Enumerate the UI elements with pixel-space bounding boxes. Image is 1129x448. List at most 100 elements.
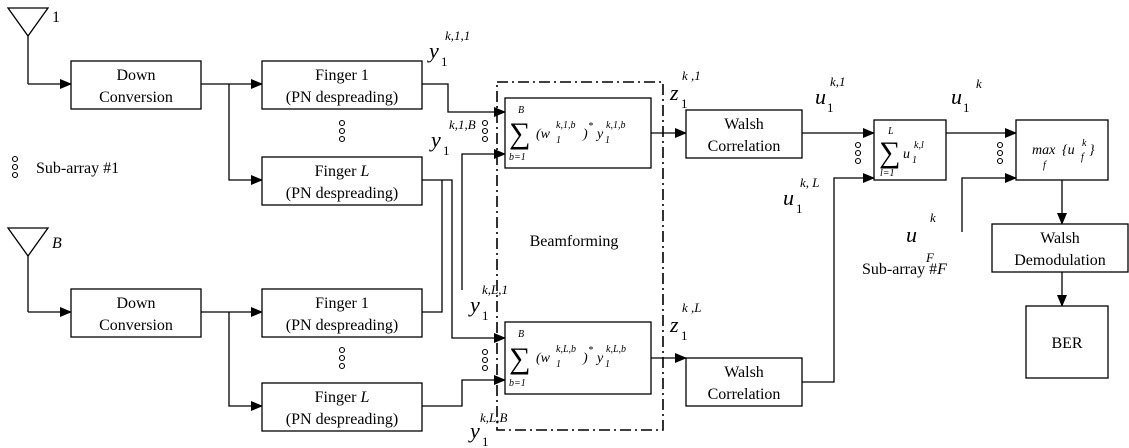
- svg-text:k,1,b: k,1,b: [556, 120, 575, 131]
- beamforming-group: [496, 81, 664, 431]
- wire-down2-fingerL: [228, 312, 263, 411]
- ellipsis-dots-bf2-input: [481, 348, 489, 372]
- ber-box: [1025, 305, 1109, 379]
- ellipsis-dots-bf1-input: [481, 119, 489, 143]
- svg-text:y: y: [468, 418, 480, 443]
- svg-text:1: 1: [441, 54, 448, 69]
- svg-text:k: k: [976, 76, 982, 91]
- finger-L-bottom-line2: (PN despreading): [286, 411, 398, 428]
- svg-text:k: k: [930, 210, 936, 225]
- walsh-correlation-1-line1: Walsh: [724, 116, 764, 133]
- finger-1-top-line2: (PN despreading): [286, 89, 398, 106]
- sub-array-F-label: Sub-array #F: [862, 261, 947, 278]
- svg-text:k,L,b: k,L,b: [606, 344, 626, 355]
- svg-text:): ): [582, 351, 588, 366]
- max-selector-box: [1015, 119, 1109, 181]
- down-conversion-1-line1: Down: [116, 67, 155, 84]
- svg-text:*: *: [588, 345, 593, 356]
- svg-text:k,1: k,1: [830, 74, 846, 89]
- signal-label-u1: u 1 k,1: [815, 74, 846, 115]
- combiner-box: [873, 119, 947, 181]
- svg-text:y: y: [595, 127, 604, 142]
- antenna-B-label: B: [52, 235, 62, 252]
- svg-text:u: u: [906, 222, 917, 247]
- svg-text:k ,L: k ,L: [682, 300, 702, 315]
- down-conversion-1-line2: Conversion: [99, 89, 173, 106]
- walsh-demodulation-line2: Demodulation: [1014, 252, 1106, 269]
- svg-text:1: 1: [912, 155, 917, 166]
- svg-text:u: u: [815, 84, 826, 109]
- signal-label-uF: u F k: [906, 210, 936, 265]
- signal-label-uL: u 1 k, L: [783, 175, 820, 216]
- walsh-correlation-2-line1: Walsh: [724, 364, 764, 381]
- down-conversion-box-2: [70, 288, 202, 338]
- svg-text:1: 1: [556, 135, 561, 146]
- svg-text:1: 1: [681, 328, 688, 343]
- signal-label-yL1: y 1 k,L,1: [468, 282, 508, 323]
- svg-text:k,1,B: k,1,B: [449, 117, 476, 132]
- svg-text:y: y: [468, 292, 480, 317]
- ellipsis-dots-max-input: [996, 141, 1004, 165]
- signal-label-zL: z 1 k ,L: [669, 300, 702, 343]
- svg-text:k, L: k, L: [800, 175, 820, 190]
- svg-text:k,1,b: k,1,b: [606, 120, 625, 131]
- svg-text:k,L,B: k,L,B: [480, 410, 508, 425]
- finger-1-top-line1: Finger 1: [315, 67, 369, 84]
- svg-text:1: 1: [443, 143, 450, 158]
- svg-text:1: 1: [605, 359, 610, 370]
- walsh-demodulation-box: [991, 223, 1129, 273]
- svg-text:u: u: [783, 185, 794, 210]
- svg-text:1: 1: [796, 201, 803, 216]
- svg-text:z: z: [669, 80, 679, 105]
- down-conversion-box-1: [70, 60, 202, 110]
- finger-L-box-bottom: [261, 382, 423, 432]
- svg-text:1: 1: [963, 100, 970, 115]
- svg-text:y: y: [595, 351, 604, 366]
- ellipsis-dots-fingers-top: [338, 119, 346, 143]
- wire-finger1-B-up: [422, 180, 443, 313]
- svg-text:∑: ∑: [879, 136, 900, 169]
- svg-text:1: 1: [827, 100, 834, 115]
- svg-text:u: u: [951, 84, 962, 109]
- walsh-correlation-2-line2: Correlation: [708, 386, 781, 403]
- finger-L-bottom-line1: Finger L: [315, 389, 370, 406]
- svg-text:(w: (w: [536, 127, 551, 142]
- finger-L-top-line2: (PN despreading): [286, 185, 398, 202]
- wire-walsh2-combiner: [802, 173, 875, 383]
- antenna-1-icon: [6, 7, 50, 84]
- svg-text:1: 1: [681, 96, 688, 111]
- svg-text:b=1: b=1: [509, 152, 526, 163]
- svg-text:max: max: [1032, 143, 1056, 158]
- svg-text:1: 1: [605, 135, 610, 146]
- svg-text:k,1,1: k,1,1: [445, 28, 470, 43]
- svg-text:u: u: [903, 147, 910, 162]
- beamformer-box-2: [504, 321, 652, 395]
- walsh-demodulation-line1: Walsh: [1040, 230, 1080, 247]
- max-formula: max f {u f k }: [1032, 138, 1095, 171]
- signal-label-u-out: u 1 k: [951, 76, 982, 115]
- wire-fingerL-top-bf2: [422, 179, 506, 343]
- signal-label-y11: y 1 k,1,1: [427, 28, 470, 69]
- finger-1-box-top: [261, 60, 423, 110]
- finger-1-bottom-line2: (PN despreading): [286, 317, 398, 334]
- signal-label-z1: z 1 k ,1: [669, 68, 701, 111]
- wire-finger1-bf1: [422, 83, 506, 117]
- svg-text:f: f: [1043, 160, 1047, 171]
- ellipsis-dots-fingers-bottom: [338, 346, 346, 370]
- finger-L-top-line1: Finger L: [315, 163, 370, 180]
- walsh-correlation-box-2: [685, 357, 803, 407]
- svg-text:k,L,b: k,L,b: [556, 344, 576, 355]
- down-conversion-2-line1: Down: [116, 295, 155, 312]
- ellipsis-dots-subarray: [11, 155, 19, 179]
- svg-text:y: y: [427, 38, 439, 63]
- finger-L-box-top: [261, 156, 423, 206]
- combiner-formula: L ∑ l=1 u 1 k,l: [879, 126, 924, 179]
- svg-text:f: f: [1081, 152, 1085, 163]
- ber-label: BER: [1051, 335, 1082, 352]
- svg-text:(w: (w: [536, 351, 551, 366]
- svg-text:z: z: [669, 312, 679, 337]
- walsh-correlation-box-1: [685, 109, 803, 159]
- svg-text:b=1: b=1: [509, 378, 526, 389]
- svg-text:{u: {u: [1062, 143, 1075, 158]
